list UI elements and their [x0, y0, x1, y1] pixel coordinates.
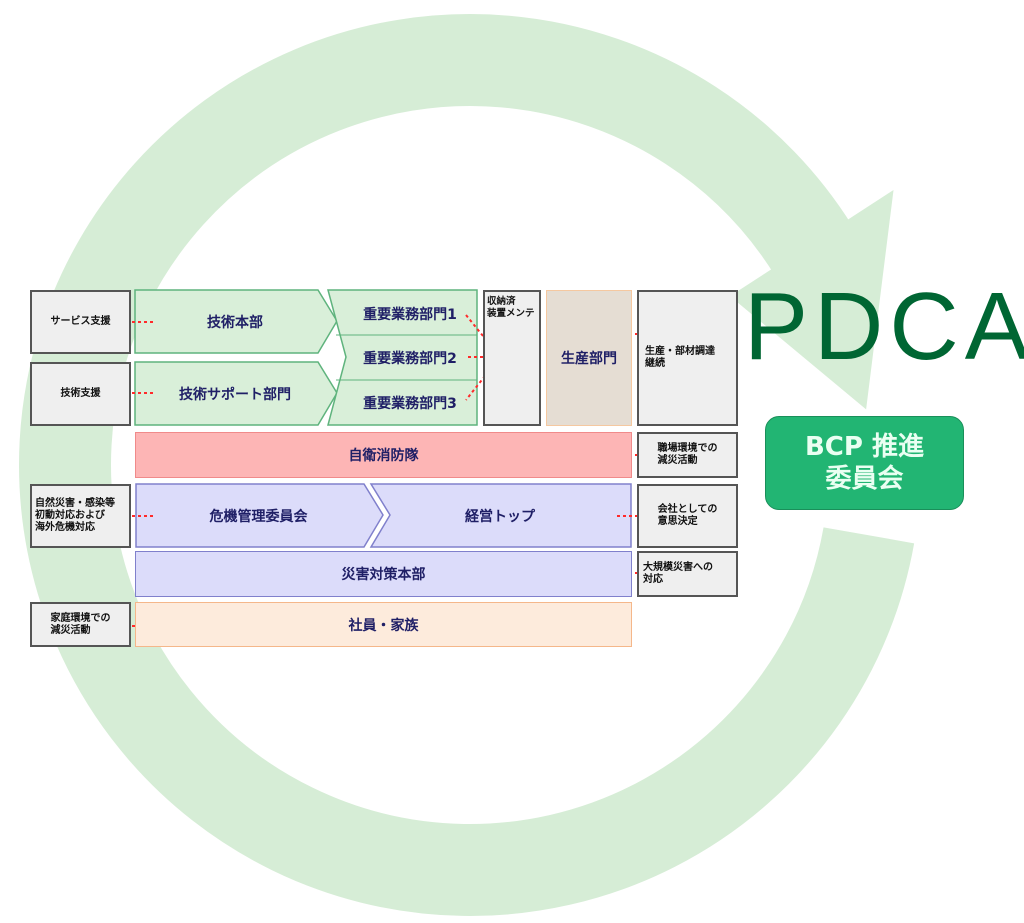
note-service-support: サービス支援 — [30, 290, 131, 354]
note-storage-maintenance: 収納済 装置メンテ — [483, 290, 541, 426]
tech-hq-label: 技術本部 — [207, 315, 263, 331]
note-home-mitigation: 家庭環境での 減災活動 — [30, 602, 131, 647]
employees-families: 社員・家族 — [135, 602, 632, 647]
crisis-committee-label: 危機管理委員会 — [209, 509, 308, 525]
top-management-label: 経営トップ — [465, 509, 535, 525]
tech-hq-shape — [134, 289, 338, 354]
note-large-disaster: 大規模災害への 対応 — [637, 551, 738, 597]
tech-support-dept-label: 技術サポート部門 — [179, 387, 291, 403]
critical-dept-1-label: 重要業務部門1 — [363, 306, 457, 323]
critical-dept-2-label: 重要業務部門2 — [363, 350, 457, 367]
pdca-title: PDCA — [744, 273, 1024, 380]
fire-brigade: 自衛消防隊 — [135, 432, 632, 478]
production-dept: 生産部門 — [546, 290, 632, 426]
critical-dept-3-label: 重要業務部門3 — [363, 395, 457, 412]
note-disaster-response: 自然災害・感染等 初動対応および 海外危機対応 — [30, 484, 131, 548]
crisis-committee-shape — [135, 483, 384, 548]
bcp-committee-badge: BCP 推進 委員会 — [765, 416, 964, 510]
bcp-committee-line2: 委員会 — [825, 464, 904, 494]
note-production-continuity: 生産・部材調達 継続 — [637, 290, 738, 426]
disaster-hq: 災害対策本部 — [135, 551, 632, 597]
bcp-committee-line1: BCP 推進 — [804, 432, 924, 462]
tech-support-shape — [134, 361, 338, 426]
pdca-cycle-arrowhead — [729, 189, 894, 410]
note-workplace-mitigation: 職場環境での 減災活動 — [637, 432, 738, 478]
note-corporate-decision: 会社としての 意思決定 — [637, 484, 738, 548]
note-tech-support: 技術支援 — [30, 362, 131, 426]
critical-group-shape — [327, 289, 478, 426]
top-management-shape — [369, 483, 632, 548]
